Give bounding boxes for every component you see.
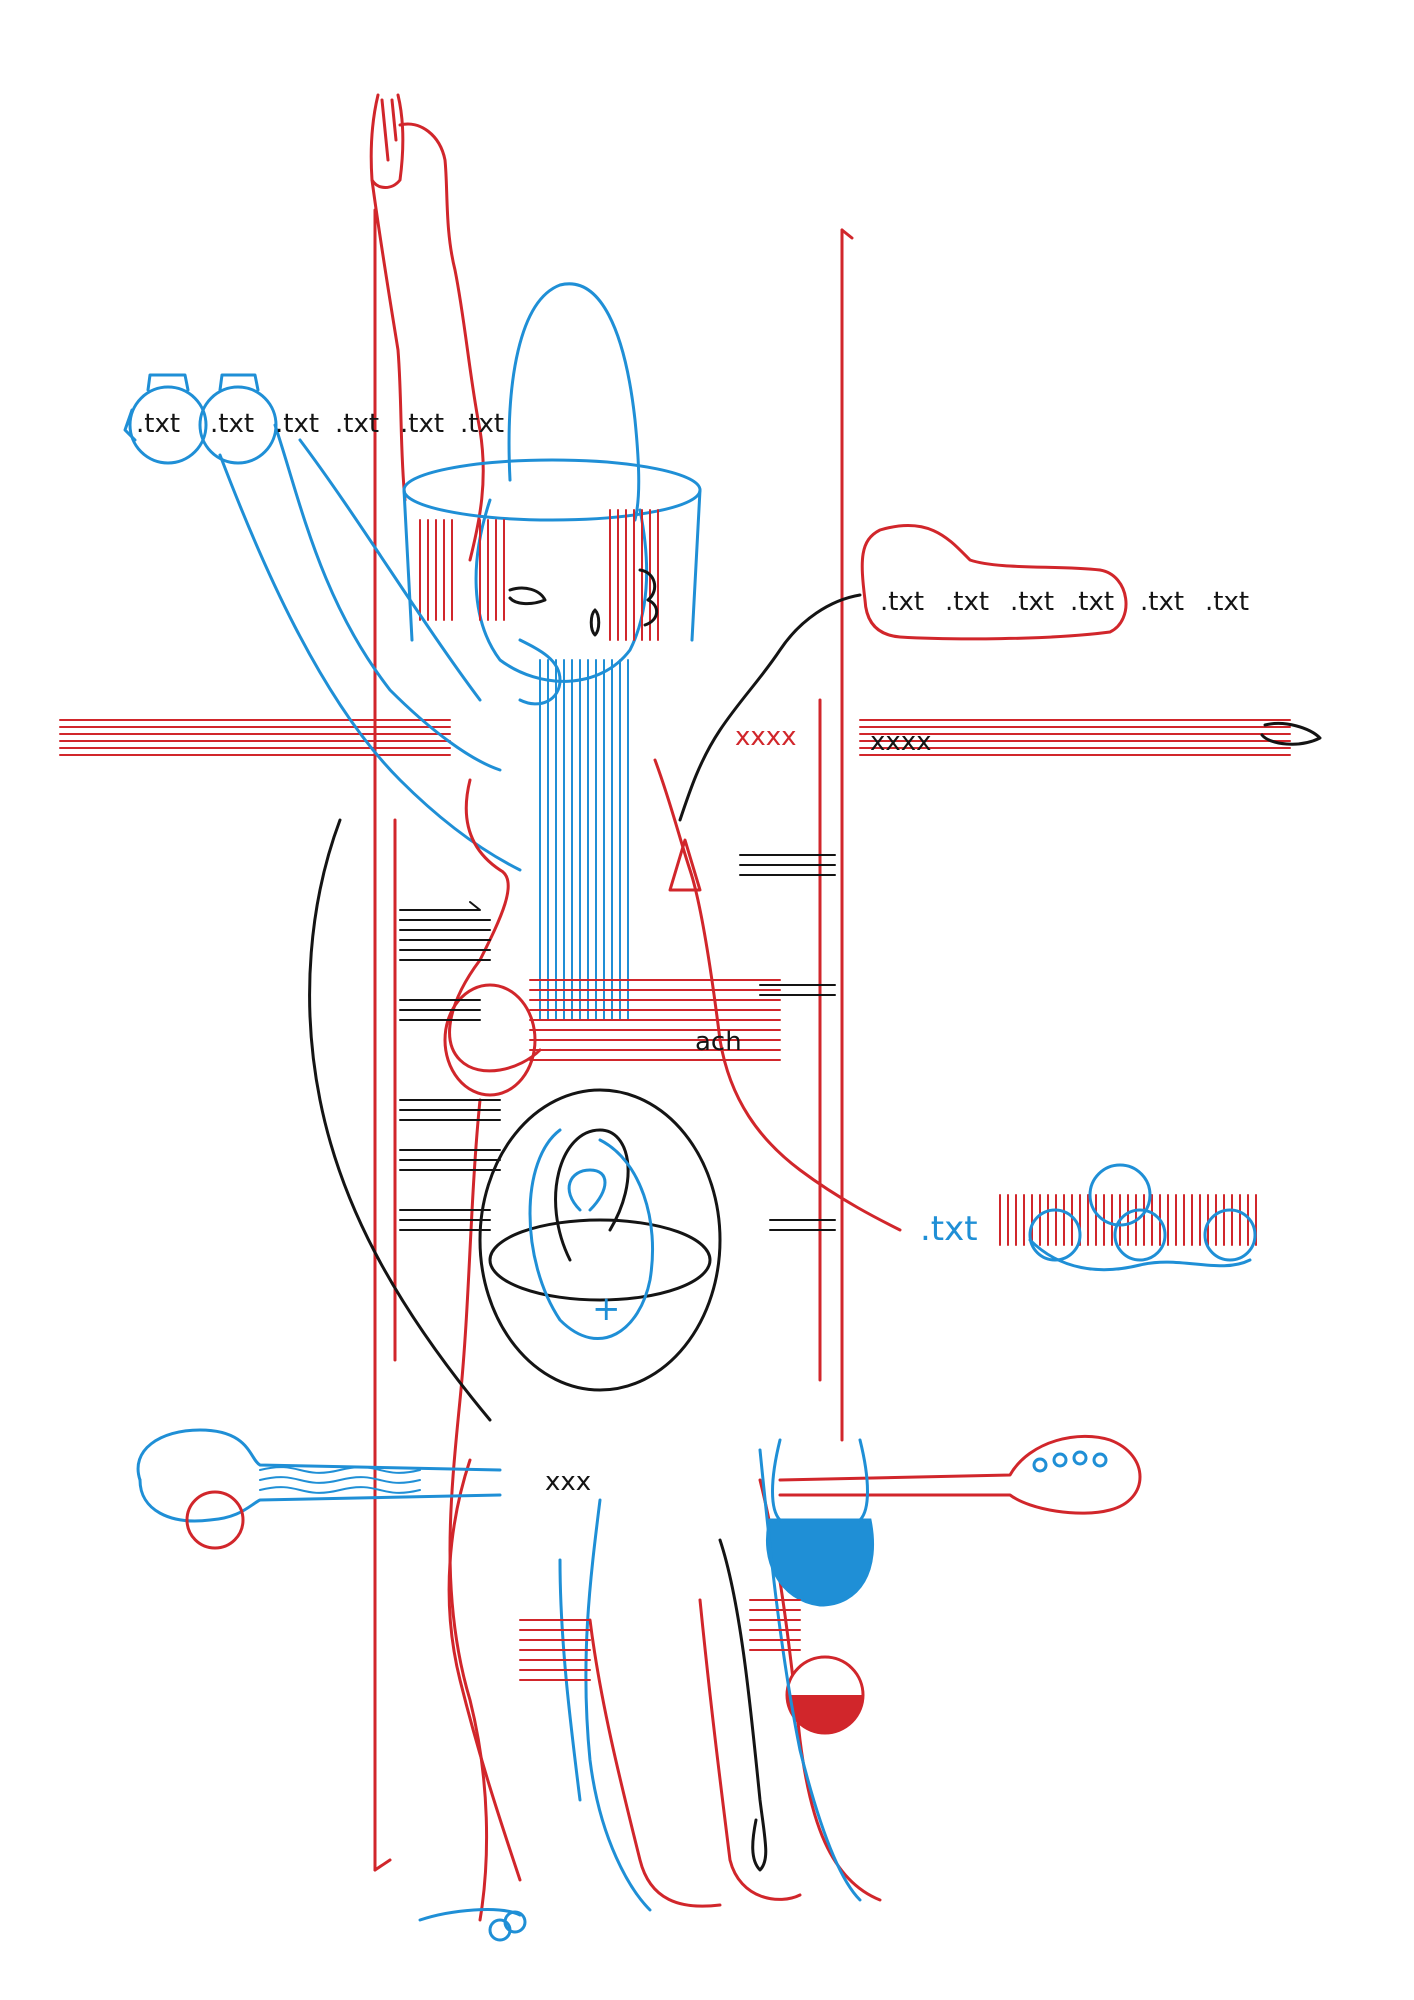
txt-label-right-4: .txt [1070,587,1114,617]
txt-label-left-1: .txt [136,409,180,439]
txt-label-left-5: .txt [400,409,444,439]
plus-mark: + [592,1289,621,1329]
txt-label-right-2: .txt [945,587,989,617]
black-arrow-stack-right [739,854,836,1231]
blue-foot [418,1908,527,1942]
face [508,568,659,706]
blue-cone-head [402,282,702,683]
black-belly-loops [308,818,722,1422]
txt-label-left-3: .txt [275,409,319,439]
red-bone-right [778,1434,1142,1515]
blue-torso-hatching [539,659,629,1021]
blue-vessels-left [123,373,522,872]
red-vertical-posts [373,208,854,1872]
red-wavy-hatching-head [419,509,659,641]
xxx-mark: xxx [545,1467,591,1497]
txt-label-left-6: .txt [460,409,504,439]
blue-belly-loops [528,1128,655,1340]
red-comb-right [999,1194,1257,1246]
txt-label-blue-right: .txt [920,1209,978,1249]
red-leg-hatching [519,1599,801,1681]
txt-label-left-4: .txt [335,409,379,439]
black-arrow-stack-left [399,901,501,1231]
raised-arm-outline [369,93,485,562]
xxxx-black-mark: xxxx [870,727,932,757]
txt-label-left-2: .txt [210,409,254,439]
red-horizontal-band-right [859,719,1322,756]
red-hips-band [443,979,781,1097]
red-body-outline [447,758,902,1922]
ach-label: ach [695,1027,742,1057]
red-speech-bubble [678,524,1128,822]
txt-label-right-6: .txt [1205,587,1249,617]
blue-rings-right [1028,1163,1257,1272]
xxxx-red-mark: xxxx [735,722,797,752]
txt-label-right-5: .txt [1140,587,1184,617]
blue-filled-pouch [765,1438,875,1607]
black-tail-curve [718,1538,768,1872]
red-triangle-pointer [668,838,702,892]
txt-label-right-1: .txt [880,587,924,617]
blue-bone-left [136,1428,502,1550]
red-horizontal-band-left [59,719,451,756]
txt-label-right-3: .txt [1010,587,1054,617]
red-filled-ball [785,1655,865,1735]
